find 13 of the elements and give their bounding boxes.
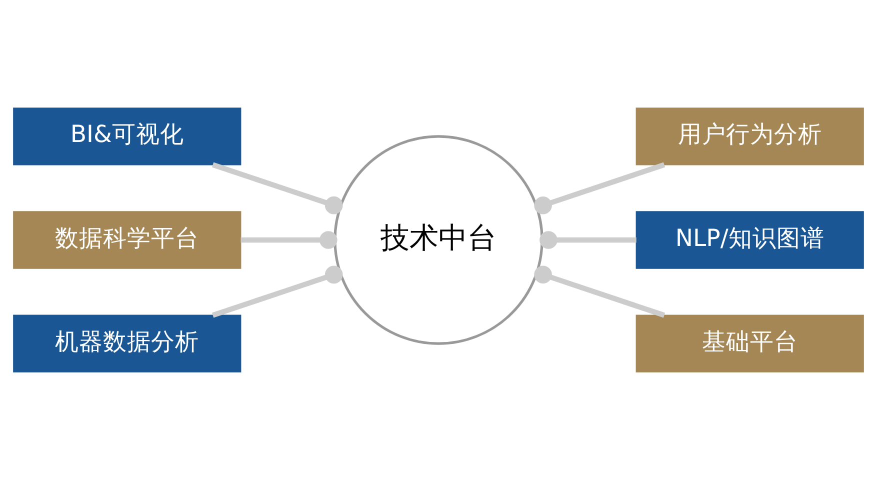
node-box: NLP/知识图谱 [636,210,864,268]
node-box: 数据科学平台 [13,210,242,268]
connector [240,230,338,248]
connector [540,230,636,248]
connector [212,265,343,318]
connector [212,162,343,214]
connector [534,162,666,214]
node-box: 用户行为分析 [636,107,864,165]
node-box: 机器数据分析 [13,314,242,372]
node-box: 基础平台 [636,314,864,372]
node-box: BI&可视化 [13,107,242,165]
connector [534,265,666,318]
node-circle: 技术中台 [334,134,544,344]
